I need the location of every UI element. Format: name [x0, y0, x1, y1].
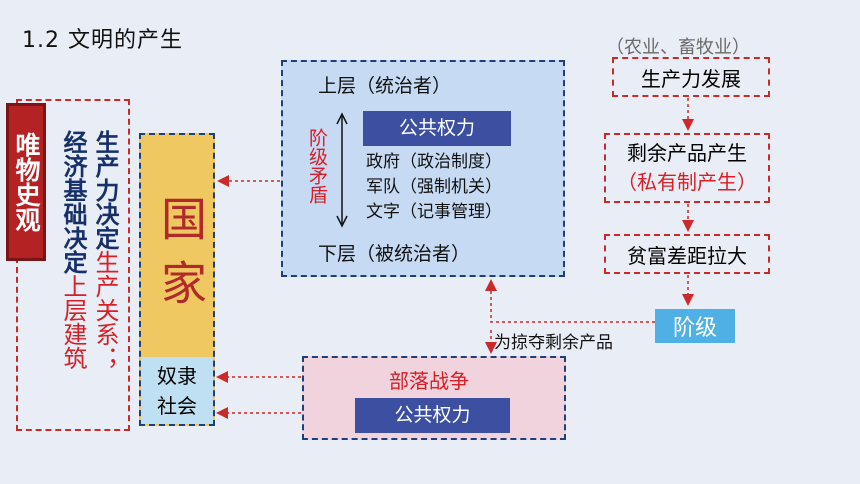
slave-society-label: 奴隶社会 — [157, 363, 197, 418]
production-relations-text: 生产关系； — [91, 250, 119, 370]
public-power-top-label: 公共权力 — [398, 117, 475, 139]
stamp-text: 唯物史观 — [12, 132, 41, 232]
left-statement-column-1: 生产力决定生产关系； — [88, 130, 122, 370]
productivity-growth-box: 生产力发展 — [612, 57, 770, 97]
public-power-bottom: 公共权力 — [355, 398, 510, 433]
arrow-class-to-top-box — [485, 279, 655, 323]
public-power-bottom-label: 公共权力 — [394, 404, 471, 426]
public-power-top: 公共权力 — [363, 111, 511, 146]
plunder-label: 为掠夺剩余产品 — [494, 333, 613, 353]
institution-item-army: 军队（强制机关） — [366, 177, 502, 197]
productivity-growth-label: 生产力发展 — [641, 66, 741, 91]
economic-base-text: 经济基础决定 — [59, 130, 87, 274]
wealth-gap-box: 贫富差距拉大 — [604, 234, 770, 274]
private-ownership-label: （私有制产生） — [617, 170, 757, 194]
class-box: 阶级 — [655, 309, 735, 343]
agriculture-note: （农业、畜牧业） — [606, 37, 750, 58]
surplus-product-label: 剩余产品产生 — [627, 141, 747, 165]
institution-list: 政府（政治制度） 军队（强制机关） 文字（记事管理） — [366, 150, 502, 225]
upper-class-label: 上层（统治者） — [318, 75, 452, 97]
wealth-gap-label: 贫富差距拉大 — [627, 243, 747, 268]
left-statement-column-2: 经济基础决定上层建筑 — [56, 130, 90, 370]
slave-society-box: 奴隶社会 — [141, 357, 213, 424]
left-concept-box — [16, 99, 130, 431]
surplus-product-box: 剩余产品产生 （私有制产生） — [604, 133, 770, 203]
materialism-stamp: 唯物史观 — [6, 103, 46, 261]
class-label: 阶级 — [672, 316, 717, 341]
superstructure-text: 上层建筑 — [59, 274, 87, 370]
state-label: 国家 — [154, 195, 208, 323]
lower-class-label: 下层（被统治者） — [318, 243, 471, 265]
class-structure-box — [281, 60, 565, 277]
institution-item-writing: 文字（记事管理） — [366, 202, 502, 222]
productivity-text: 生产力决定 — [91, 130, 119, 250]
page-title: 1.2 文明的产生 — [22, 28, 183, 53]
tribal-war-label: 部落战争 — [389, 369, 469, 393]
class-conflict-label: 阶级矛盾 — [306, 128, 328, 204]
conflict-double-arrow — [336, 112, 348, 228]
institution-item-government: 政府（政治制度） — [366, 152, 502, 172]
